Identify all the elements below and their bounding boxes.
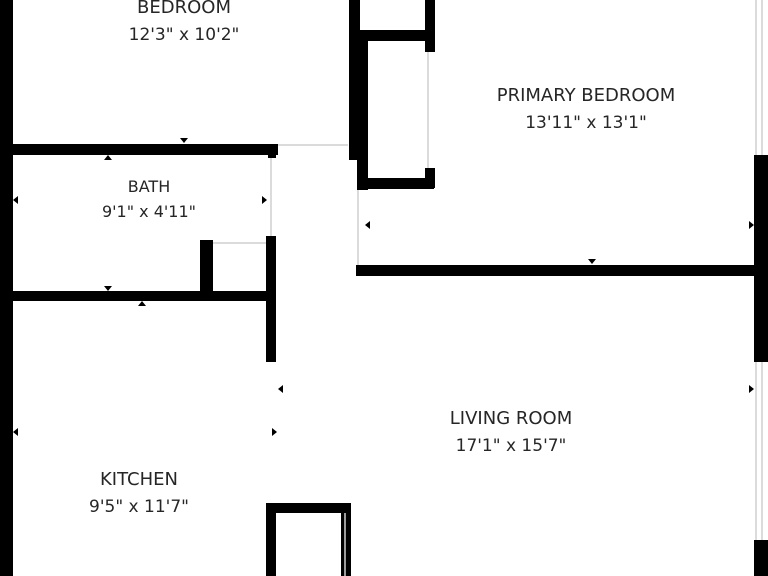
wall-pantry-top <box>266 503 351 513</box>
room-dimensions: 9'5" x 11'7" <box>89 497 189 517</box>
tick <box>365 221 370 229</box>
tick <box>13 196 18 204</box>
wall-right-exterior-lower <box>754 540 768 576</box>
tick <box>104 155 112 160</box>
tick <box>278 385 283 393</box>
room-name: BEDROOM <box>137 0 231 18</box>
tick <box>104 286 112 291</box>
room-name: KITCHEN <box>100 469 178 490</box>
tick <box>355 0 360 8</box>
dimension-ticks <box>13 0 754 436</box>
wall-bath-stub <box>268 144 276 158</box>
wall-pantry-left <box>266 503 276 576</box>
openings <box>213 0 763 576</box>
wall-left-exterior <box>0 0 13 576</box>
wall-bedroom-bath <box>13 144 278 155</box>
wall-closet-top <box>357 30 434 41</box>
wall-bath-closet-top <box>200 240 213 248</box>
room-name: BATH <box>128 177 170 196</box>
tick <box>180 138 188 143</box>
tick <box>355 152 360 160</box>
room-bath: BATH 9'1" x 4'11" <box>102 177 196 221</box>
room-living-room: LIVING ROOM 17'1" x 15'7" <box>450 408 572 456</box>
wall-bath-closet <box>200 240 213 292</box>
room-kitchen: KITCHEN 9'5" x 11'7" <box>89 469 189 517</box>
wall-pantry-right <box>341 503 351 576</box>
wall-closet-left <box>357 30 368 190</box>
tick <box>262 196 267 204</box>
wall-bedroom-right <box>349 0 360 160</box>
room-dimensions: 17'1" x 15'7" <box>456 436 567 456</box>
wall-bath-kitchen <box>13 291 275 301</box>
tick <box>272 428 277 436</box>
room-dimensions: 12'3" x 10'2" <box>129 25 240 45</box>
room-name: PRIMARY BEDROOM <box>497 85 676 106</box>
room-dimensions: 13'11" x 13'1" <box>525 113 647 133</box>
tick <box>749 221 754 229</box>
room-name: LIVING ROOM <box>450 408 572 429</box>
room-dimensions: 9'1" x 4'11" <box>102 202 196 221</box>
wall-closet-right-upper <box>425 0 435 52</box>
tick <box>138 301 146 306</box>
wall-right-exterior-upper <box>754 155 768 362</box>
room-primary-bedroom: PRIMARY BEDROOM 13'11" x 13'1" <box>497 85 676 133</box>
tick <box>749 385 754 393</box>
wall-closet-bottom <box>357 178 434 189</box>
wall-primary-bottom <box>356 265 768 276</box>
tick <box>13 428 18 436</box>
room-bedroom: BEDROOM 12'3" x 10'2" <box>129 0 240 45</box>
wall-closet-right-lower <box>425 168 435 188</box>
wall-bath-right <box>266 236 276 362</box>
tick <box>588 259 596 264</box>
